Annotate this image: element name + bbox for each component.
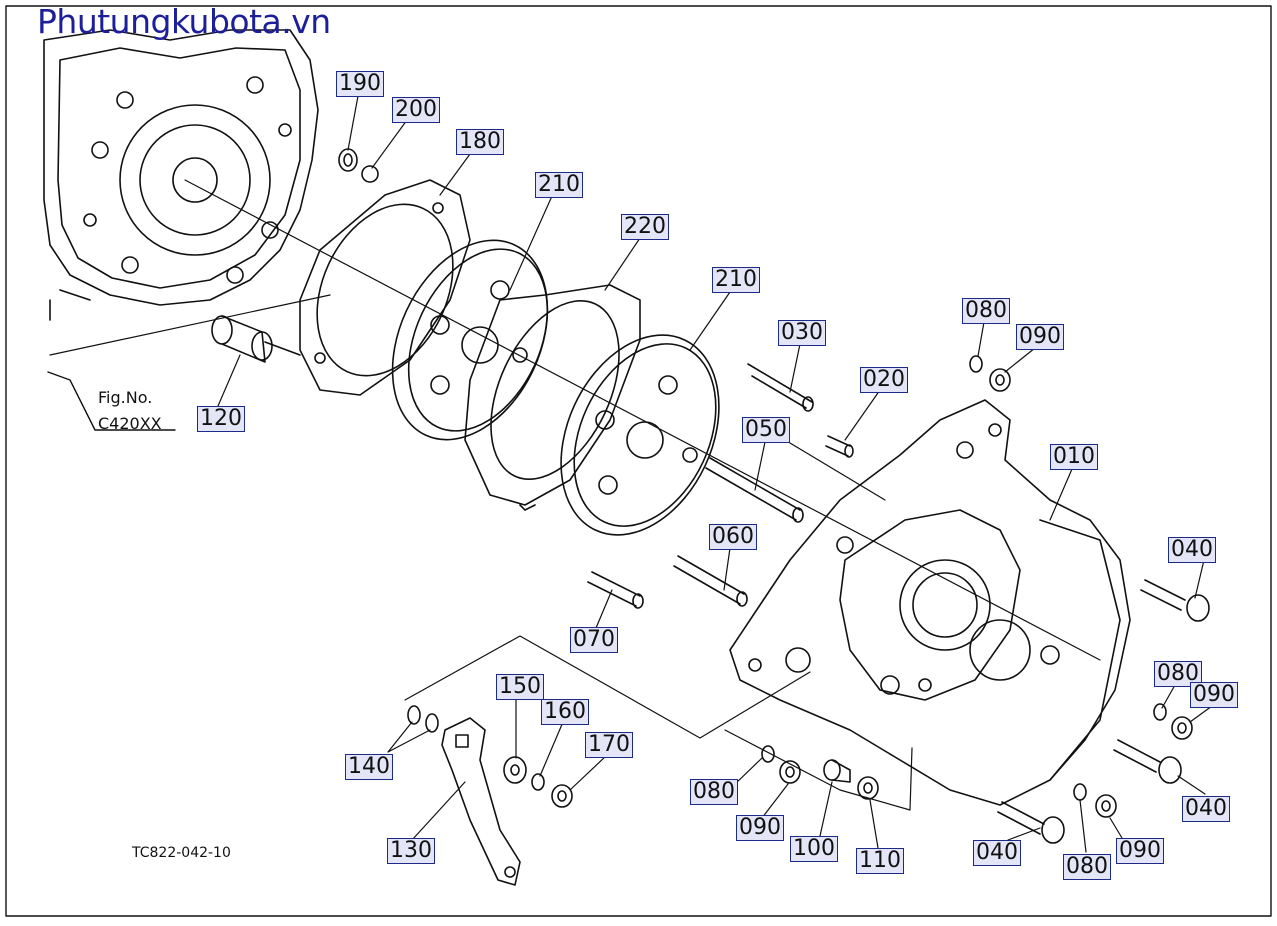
- figure-number: C420XX: [98, 414, 162, 433]
- stud-030: [747, 363, 814, 412]
- part-label-050[interactable]: 050: [742, 417, 790, 443]
- part-label-190[interactable]: 190: [336, 71, 384, 97]
- assembly-line-fittings: [724, 729, 913, 811]
- o-rings-140: [407, 705, 439, 733]
- engine-flange-housing: [43, 29, 319, 321]
- part-label-210-b[interactable]: 210: [712, 267, 760, 293]
- part-label-020[interactable]: 020: [860, 367, 908, 393]
- centre-axis: [184, 179, 1101, 661]
- part-label-070[interactable]: 070: [570, 627, 618, 653]
- part-label-090-a[interactable]: 090: [1016, 324, 1064, 350]
- pressure-plate-180: [299, 179, 471, 396]
- stud-070: [587, 571, 644, 609]
- part-label-150[interactable]: 150: [496, 674, 544, 700]
- clutch-housing-010: [729, 399, 1131, 806]
- part-label-040-a[interactable]: 040: [1168, 537, 1216, 563]
- part-label-210-a[interactable]: 210: [535, 172, 583, 198]
- assembly-line-lever: [404, 635, 811, 739]
- part-label-090-c[interactable]: 090: [736, 815, 784, 841]
- bolt-040-a: [1140, 579, 1210, 622]
- part-label-200[interactable]: 200: [392, 97, 440, 123]
- bolt-040-c: [997, 801, 1065, 844]
- friction-disc-210-b: [560, 334, 720, 536]
- washer-nut-set-a: [969, 355, 1011, 392]
- washer-nut-set-c: [761, 745, 801, 784]
- part-label-100[interactable]: 100: [790, 836, 838, 862]
- fig-callout-line: [47, 371, 176, 431]
- washer-nut-set-b: [1153, 703, 1193, 740]
- washer-110: [857, 776, 879, 800]
- fitting-100: [823, 759, 851, 783]
- part-label-080-a[interactable]: 080: [962, 298, 1010, 324]
- part-label-040-b[interactable]: 040: [1182, 796, 1230, 822]
- steel-plate-220: [464, 284, 641, 511]
- fig-leader: [49, 294, 331, 356]
- part-label-120[interactable]: 120: [197, 406, 245, 432]
- part-label-180[interactable]: 180: [456, 129, 504, 155]
- part-label-010[interactable]: 010: [1050, 444, 1098, 470]
- leader-lines: [217, 95, 1213, 853]
- part-label-030[interactable]: 030: [778, 320, 826, 346]
- pin-120: [211, 315, 301, 363]
- drawing-code: TC822-042-10: [132, 845, 231, 861]
- seal-190: [338, 148, 358, 172]
- watermark-text: Phutungkubota.vn: [37, 2, 331, 41]
- stud-060: [673, 555, 748, 607]
- lever-130: [441, 717, 521, 886]
- part-label-140[interactable]: 140: [345, 754, 393, 780]
- ball-200: [361, 165, 379, 183]
- bolt-040-b: [1113, 739, 1182, 784]
- drawing-border: [5, 5, 1272, 917]
- part-label-090-d[interactable]: 090: [1116, 838, 1164, 864]
- figure-title: Fig.No.: [98, 388, 153, 407]
- part-label-160[interactable]: 160: [541, 699, 589, 725]
- spring-washer-160: [531, 773, 545, 791]
- part-label-080-d[interactable]: 080: [1063, 854, 1111, 880]
- part-label-040-c[interactable]: 040: [973, 840, 1021, 866]
- friction-disc-210-a: [391, 239, 549, 441]
- part-label-060[interactable]: 060: [709, 524, 757, 550]
- stud-050: [705, 457, 804, 523]
- part-label-080-c[interactable]: 080: [690, 779, 738, 805]
- part-label-090-b[interactable]: 090: [1190, 682, 1238, 708]
- part-label-130[interactable]: 130: [387, 838, 435, 864]
- part-label-220[interactable]: 220: [621, 214, 669, 240]
- part-label-170[interactable]: 170: [585, 732, 633, 758]
- nut-170: [551, 784, 573, 808]
- part-label-080-b[interactable]: 080: [1154, 661, 1202, 687]
- pin-020: [825, 435, 854, 458]
- part-label-110[interactable]: 110: [856, 848, 904, 874]
- washer-150: [503, 756, 527, 784]
